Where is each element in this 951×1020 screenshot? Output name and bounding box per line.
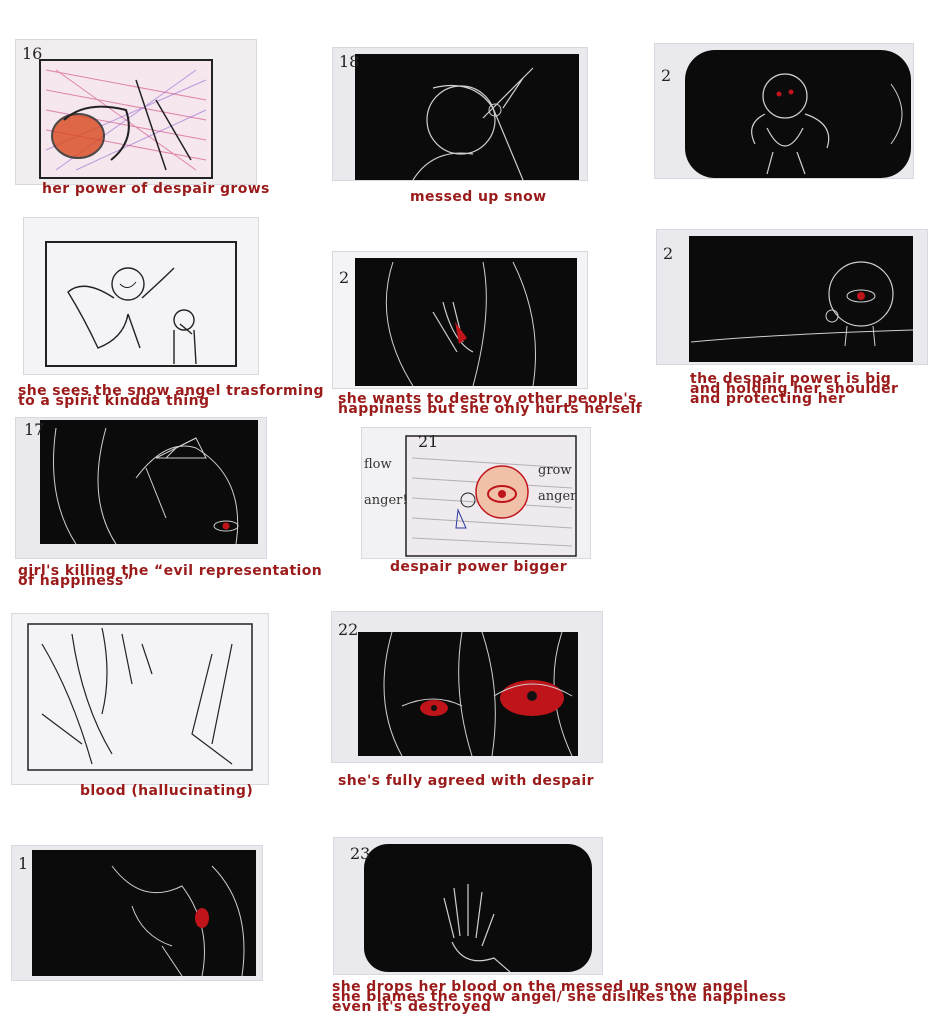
storyboard-panel-blood	[12, 614, 268, 784]
panel-number: 2	[339, 268, 350, 287]
storyboard-panel-23: 23	[334, 838, 602, 974]
panel-caption: she drops her blood on the messed up sno…	[332, 979, 787, 1015]
storyboard-panel-hurts: 2	[333, 252, 587, 388]
storyboard-panel-16: 16	[16, 40, 256, 184]
panel-caption: she's fully agreed with despair	[338, 773, 594, 789]
night-sketch	[355, 54, 579, 180]
margin-note: anger!	[364, 493, 408, 508]
storyboard-panel-22: 22	[332, 612, 602, 762]
panel-number: 2	[661, 66, 672, 85]
storyboard-panel-21: flow anger! grow anger 21	[362, 428, 590, 558]
night-sketch	[355, 258, 577, 387]
night-sketch	[685, 50, 911, 178]
panel-caption: she sees the snow angel trasforming to a…	[18, 383, 324, 409]
panel-caption: girl's killing the “evil representation …	[18, 563, 323, 589]
storyboard-panel-spirit: 2	[655, 44, 913, 178]
pencil-sketch	[27, 623, 253, 771]
margin-note: grow	[538, 463, 572, 478]
crayon-sketch	[39, 59, 213, 179]
night-sketch	[364, 844, 592, 973]
panel-number: 1	[18, 854, 29, 873]
panel-number: 17	[24, 420, 45, 439]
panel-caption: despair power bigger	[390, 559, 568, 575]
crayon-sketch: flow anger! grow anger	[364, 435, 577, 557]
panel-caption: messed up snow	[410, 189, 547, 205]
pencil-sketch	[45, 241, 237, 367]
panel-number: 16	[22, 44, 43, 63]
storyboard-panel-17: 17	[16, 418, 266, 558]
panel-caption: her power of despair grows	[42, 181, 270, 197]
panel-number: 22	[338, 620, 359, 639]
panel-number: 18	[339, 52, 360, 71]
night-sketch	[40, 420, 258, 545]
night-sketch	[689, 236, 914, 362]
storyboard-panel-18: 18	[333, 48, 587, 180]
night-sketch	[32, 850, 256, 977]
panel-caption: she wants to destroy other people's happ…	[338, 391, 643, 417]
panel-caption: the despair power is big and holding her…	[690, 371, 899, 407]
panel-number: 21	[418, 432, 439, 451]
panel-number: 2	[663, 244, 674, 263]
margin-note: anger	[538, 489, 577, 504]
night-sketch	[358, 631, 578, 757]
storyboard-panel-side: 1	[12, 846, 262, 980]
panel-number: 23	[350, 844, 371, 863]
storyboard-panel-despair-big: 2	[657, 230, 927, 364]
storyboard-panel-angel	[24, 218, 258, 374]
margin-note: flow	[364, 457, 392, 472]
panel-caption: blood (hallucinating)	[80, 783, 254, 799]
